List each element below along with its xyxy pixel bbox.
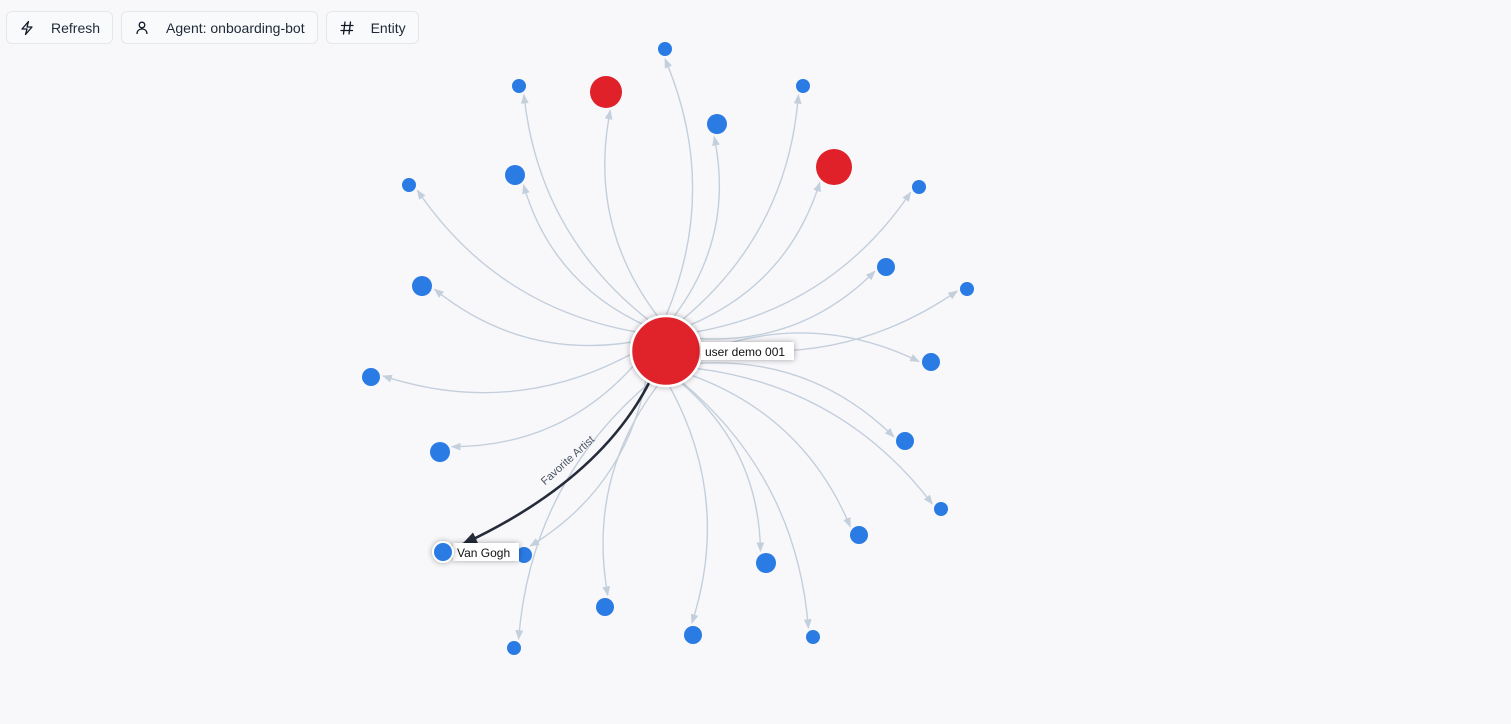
entity-node[interactable] xyxy=(412,276,432,296)
entity-node-red[interactable] xyxy=(590,76,622,108)
entity-node[interactable] xyxy=(912,180,926,194)
graph-edge[interactable] xyxy=(450,364,635,451)
entity-node[interactable] xyxy=(430,442,450,462)
graph-edge[interactable] xyxy=(680,382,765,553)
center-node[interactable] xyxy=(629,314,703,388)
entity-label: Entity xyxy=(370,19,406,36)
graph-edge[interactable] xyxy=(695,191,912,333)
graph-edge[interactable] xyxy=(529,379,647,547)
graph-edge[interactable] xyxy=(664,58,694,317)
van-gogh-node-group[interactable]: Van Gogh xyxy=(432,541,519,563)
graph-edge[interactable] xyxy=(689,181,821,326)
van-gogh-label: Van Gogh xyxy=(457,546,510,560)
graph-edge[interactable] xyxy=(602,384,659,597)
agent-button[interactable]: Agent: onboarding-bot xyxy=(121,11,318,44)
van-gogh-node[interactable] xyxy=(432,541,454,563)
entity-node[interactable] xyxy=(512,79,526,93)
graph-edge[interactable] xyxy=(668,385,709,625)
entity-node[interactable] xyxy=(806,630,820,644)
agent-label: Agent: onboarding-bot xyxy=(166,19,305,36)
graph-edge[interactable] xyxy=(416,189,637,333)
graph-edge[interactable] xyxy=(681,93,802,321)
graph-edge[interactable] xyxy=(520,93,650,321)
entity-node[interactable] xyxy=(896,432,914,450)
graph-edge[interactable] xyxy=(681,381,812,630)
graph-edge[interactable] xyxy=(522,183,644,326)
entity-node[interactable] xyxy=(707,114,727,134)
graph-edge[interactable] xyxy=(696,367,933,505)
entity-node[interactable] xyxy=(362,368,380,386)
van-gogh-label-box xyxy=(453,543,519,561)
entity-node[interactable] xyxy=(934,502,948,516)
graph-edge[interactable] xyxy=(698,362,895,438)
entity-node[interactable] xyxy=(922,353,940,371)
refresh-label: Refresh xyxy=(51,19,101,36)
entity-node[interactable] xyxy=(796,79,810,93)
nodes-layer xyxy=(362,42,974,655)
entity-node[interactable] xyxy=(516,547,532,563)
entity-node[interactable] xyxy=(658,42,672,56)
entity-node-red[interactable] xyxy=(816,149,852,185)
center-node-label-box xyxy=(701,342,794,360)
entity-node[interactable] xyxy=(596,598,614,616)
entity-node[interactable] xyxy=(684,626,702,644)
entity-node[interactable] xyxy=(850,526,868,544)
lightning-icon xyxy=(19,20,35,36)
entity-node[interactable] xyxy=(402,178,416,192)
hash-icon xyxy=(339,20,355,36)
center-node-label: user demo 001 xyxy=(705,345,785,359)
toolbar: Refresh Agent: onboarding-bot Entity xyxy=(6,11,419,44)
entity-button[interactable]: Entity xyxy=(325,11,419,44)
graph-edge[interactable] xyxy=(691,374,851,528)
graph-edge[interactable] xyxy=(604,109,659,318)
user-icon xyxy=(134,20,150,36)
highlight-edge-layer: Favorite Artist xyxy=(461,380,652,546)
edge-favorite-artist[interactable] xyxy=(461,380,652,546)
refresh-button[interactable]: Refresh xyxy=(6,11,114,44)
graph-edge[interactable] xyxy=(382,353,632,394)
edges-layer xyxy=(382,58,959,641)
graph-edge[interactable] xyxy=(698,270,876,340)
entity-node[interactable] xyxy=(505,165,525,185)
graph-edge[interactable] xyxy=(433,288,633,347)
entity-node[interactable] xyxy=(877,258,895,276)
graph-edge[interactable] xyxy=(515,381,651,641)
entity-node[interactable] xyxy=(507,641,521,655)
entity-node[interactable] xyxy=(756,553,776,573)
graph-edge[interactable] xyxy=(673,135,721,318)
center-node-group[interactable]: user demo 001 xyxy=(629,314,794,388)
entity-node[interactable] xyxy=(960,282,974,296)
